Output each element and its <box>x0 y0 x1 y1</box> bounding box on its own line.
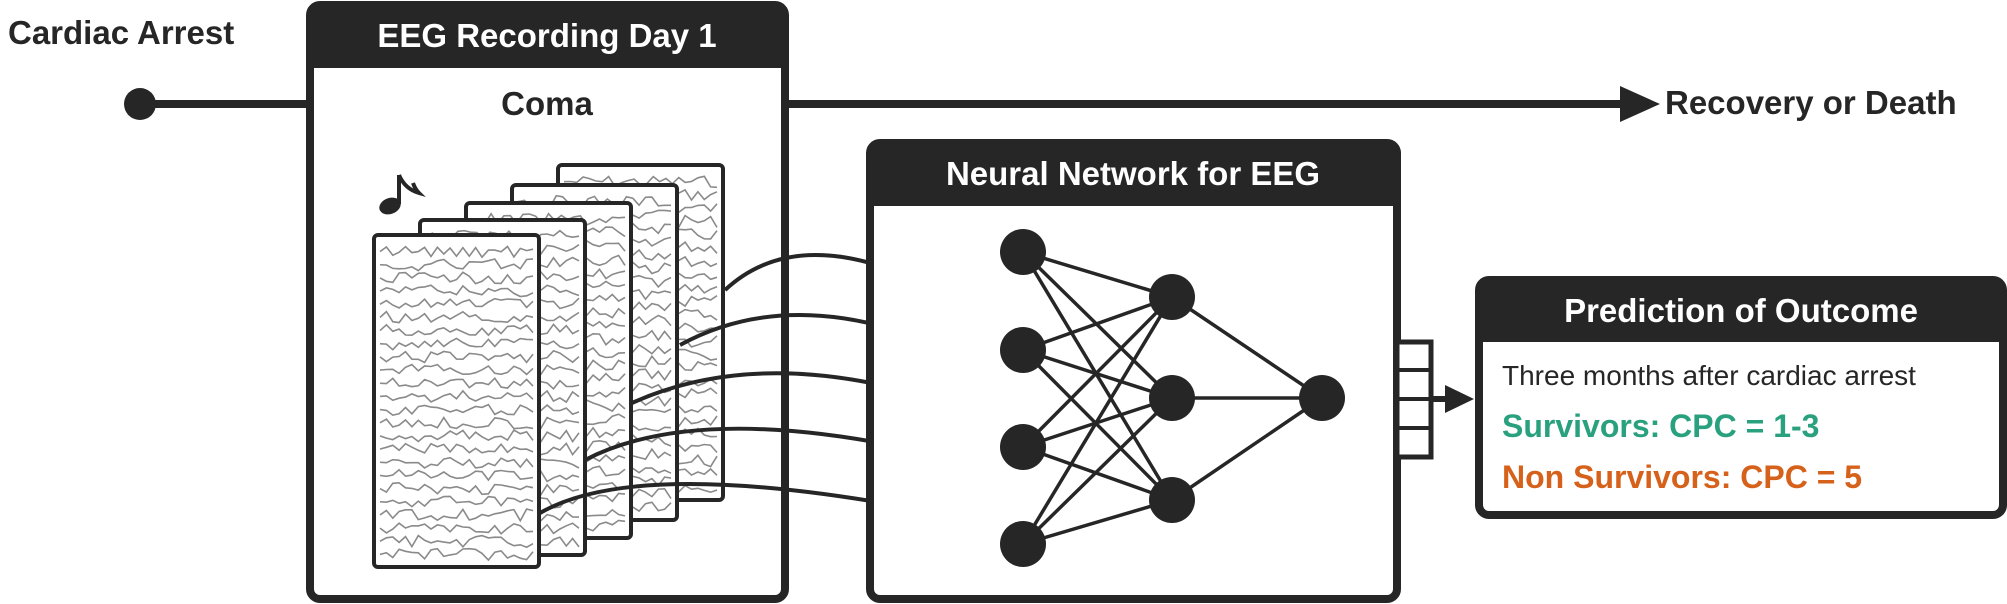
timeline-arrowhead <box>1620 86 1660 122</box>
cardiac-arrest-label: Cardiac Arrest <box>8 14 234 51</box>
network-edge <box>1021 295 1174 449</box>
network-edge <box>1022 445 1173 502</box>
prediction-subtitle: Three months after cardiac arrest <box>1502 360 1916 391</box>
coma-label: Coma <box>501 85 593 122</box>
music-note-icon <box>379 174 426 215</box>
output-vector <box>1394 339 1434 460</box>
network-edge <box>1021 348 1174 502</box>
survivors-label: Survivors: CPC = 1-3 <box>1502 408 1819 444</box>
eeg-sheet <box>372 233 541 569</box>
network-node <box>1000 521 1046 567</box>
network-node <box>1149 274 1195 320</box>
network-node <box>1149 477 1195 523</box>
eeg-panel-title: EEG Recording Day 1 <box>377 17 716 54</box>
output-arrowhead <box>1445 385 1474 413</box>
neural-network-graph <box>1000 229 1345 567</box>
network-node <box>1299 375 1345 421</box>
eeg-sheets <box>372 163 725 569</box>
network-edge <box>1022 295 1173 352</box>
network-panel-title: Neural Network for EEG <box>946 155 1320 192</box>
input-arrow <box>538 482 942 520</box>
network-edge <box>1021 251 1174 501</box>
neural-network-panel: Neural Network for EEG <box>866 139 1401 603</box>
network-edge <box>1022 250 1173 299</box>
network-edge <box>1022 498 1173 546</box>
network-edge <box>1171 396 1323 502</box>
network-edge <box>1171 295 1323 400</box>
prediction-panel-title: Prediction of Outcome <box>1564 292 1918 329</box>
recovery-or-death-label: Recovery or Death <box>1665 84 1957 121</box>
network-node <box>1000 424 1046 470</box>
network-edge <box>1021 296 1174 545</box>
non-survivors-label: Non Survivors: CPC = 5 <box>1502 459 1862 495</box>
network-edge <box>1021 396 1174 546</box>
network-node <box>1000 229 1046 275</box>
prediction-panel: Prediction of Outcome Three months after… <box>1475 276 2007 519</box>
network-node <box>1149 375 1195 421</box>
network-node <box>1000 327 1046 373</box>
